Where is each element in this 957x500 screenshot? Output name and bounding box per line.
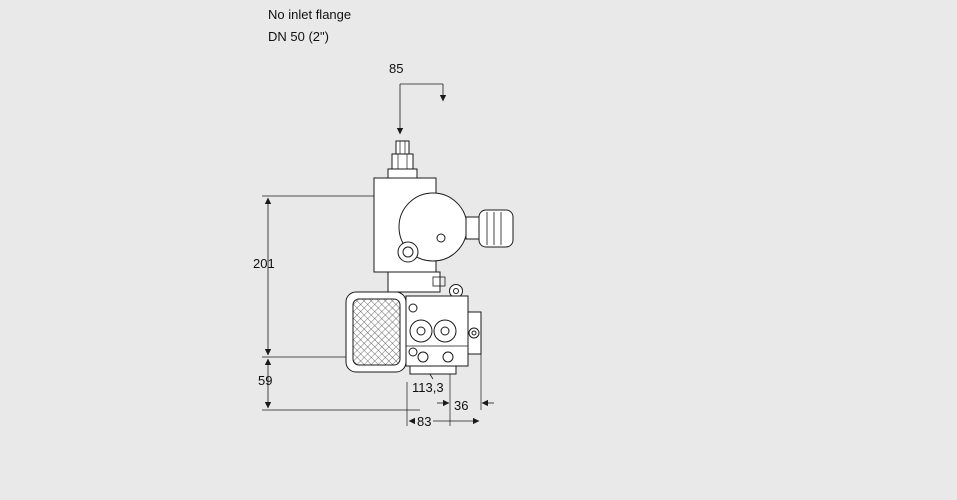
dim-83-label: 83 xyxy=(415,414,434,429)
dim-59-label: 59 xyxy=(258,373,273,388)
dim-113-label: 113,3 xyxy=(412,380,444,395)
dim-59-lines xyxy=(262,358,420,411)
valve-ports xyxy=(408,303,457,363)
dim-36-label: 36 xyxy=(454,398,469,413)
mesh-screen xyxy=(352,298,401,366)
dim-201-label: 201 xyxy=(253,256,275,271)
mount-tab xyxy=(467,311,482,355)
solenoid-stem xyxy=(387,140,418,179)
solenoid-coil xyxy=(373,177,468,273)
note-dn50: DN 50 (2") xyxy=(268,29,329,44)
dim-201-lines xyxy=(262,195,374,358)
bottom-foot xyxy=(409,365,457,375)
note-inlet-flange: No inlet flange xyxy=(268,7,352,22)
valve-neck xyxy=(387,271,463,298)
dim-85-label: 85 xyxy=(389,61,404,76)
valve-body xyxy=(345,291,482,375)
dim-85-lines xyxy=(396,83,447,135)
hydraulic-damper xyxy=(465,209,514,248)
